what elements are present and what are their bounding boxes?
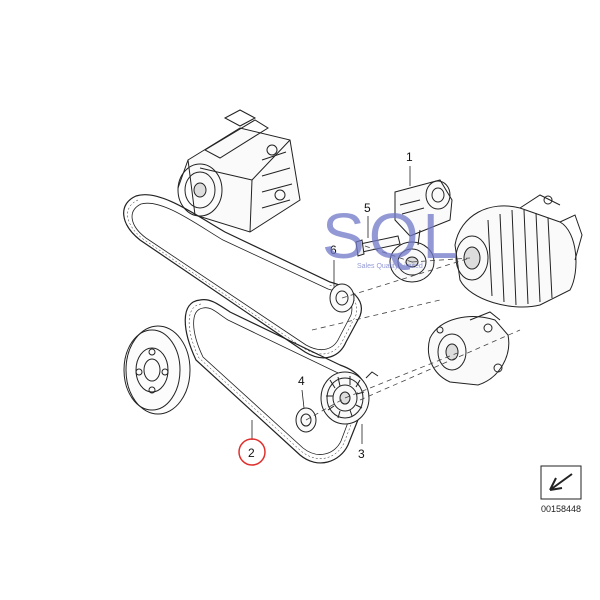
water-pump bbox=[427, 311, 510, 386]
callout-2: 2 bbox=[248, 446, 255, 460]
watermark-letters: SQL bbox=[322, 200, 462, 272]
callout-5: 5 bbox=[364, 201, 371, 215]
watermark-caption: Sales Quality Limited bbox=[357, 263, 423, 270]
tensioner-bolt bbox=[355, 235, 401, 257]
upper-ribbed-belt bbox=[123, 194, 362, 359]
diagram-reference-number: 00158448 bbox=[541, 504, 581, 514]
view-direction-icon bbox=[540, 465, 582, 500]
watermark: SQL Sales Quality Limited bbox=[322, 200, 462, 272]
callout-6: 6 bbox=[330, 243, 337, 257]
callout-1: 1 bbox=[406, 150, 413, 164]
callout-labels: 1 5 6 4 3 2 bbox=[238, 150, 413, 466]
callout-3: 3 bbox=[358, 447, 365, 461]
callout-2-highlight-ring bbox=[238, 438, 266, 466]
ac-compressor bbox=[177, 109, 301, 233]
leader-lines bbox=[251, 166, 411, 444]
crankshaft-pulley bbox=[123, 325, 191, 415]
assembly-lines bbox=[305, 245, 521, 421]
idler-pulley-large bbox=[320, 371, 379, 425]
alternator bbox=[454, 194, 583, 308]
callout-4: 4 bbox=[298, 374, 305, 388]
